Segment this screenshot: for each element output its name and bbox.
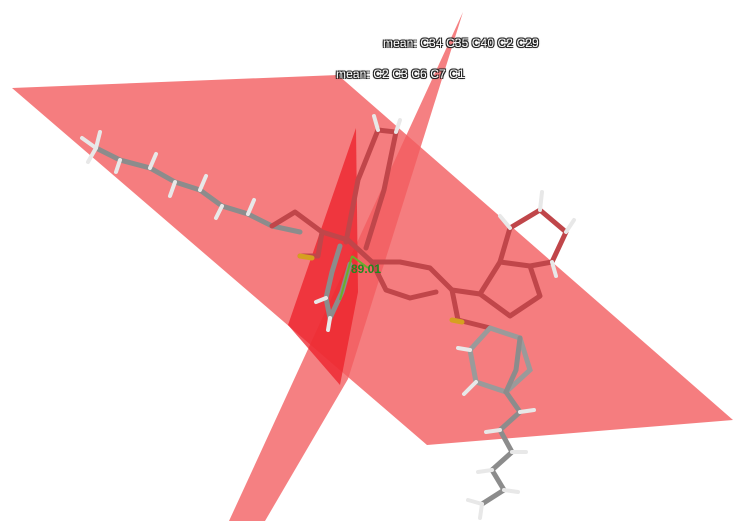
hydrogen-atoms-upper — [372, 114, 576, 278]
hydrogen-atoms-left — [80, 130, 256, 220]
phenyl-ring-upper — [343, 127, 400, 251]
hydrogen-atoms-lower — [314, 296, 332, 332]
plane-label-1: mean: C34 C35 C40 C2 C29 — [383, 36, 539, 50]
hydrogen-atoms-right — [456, 346, 536, 520]
sulfur-atoms — [297, 253, 465, 325]
plane-intersection — [288, 128, 358, 385]
angle-indicator — [339, 255, 369, 301]
angle-label: 89.01 — [351, 262, 382, 276]
plane-label-2: mean: C2 C3 C6 C7 C1 — [336, 67, 465, 81]
